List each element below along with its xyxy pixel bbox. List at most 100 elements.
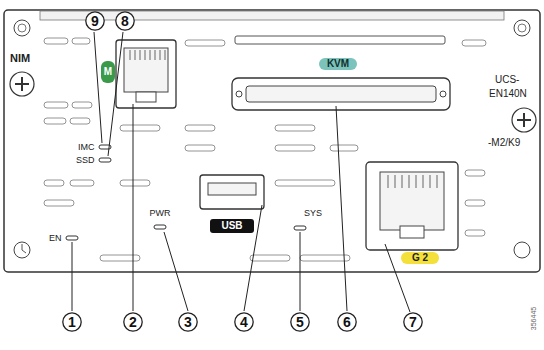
vent-slot <box>44 180 64 186</box>
rj45-socket <box>380 172 444 230</box>
rj45-latch <box>136 92 156 102</box>
rj45-pins <box>130 50 165 60</box>
callout-circle <box>338 313 356 331</box>
mount-hole <box>514 20 530 36</box>
led <box>66 236 78 240</box>
vent-slot <box>275 180 335 186</box>
led <box>154 225 166 229</box>
top-slot <box>235 36 445 44</box>
callout-number: 9 <box>85 11 105 31</box>
callout-text: 6 <box>343 315 351 329</box>
leader-line <box>164 232 188 311</box>
callout-text: 5 <box>296 315 304 329</box>
mount-hole <box>518 24 526 32</box>
leader-line <box>72 242 73 311</box>
thumb-screw <box>512 108 536 132</box>
badge-text: G 2 <box>412 253 428 263</box>
part-label: SSD <box>76 156 95 165</box>
rj45-socket <box>124 48 168 92</box>
leader-line <box>94 32 102 143</box>
callout-text: 9 <box>91 14 99 28</box>
callout-number: 6 <box>337 312 357 332</box>
callout-text: 3 <box>184 315 192 329</box>
callout-text: 4 <box>240 315 248 329</box>
leader-line <box>336 106 347 311</box>
callout-text: 8 <box>121 14 129 28</box>
callout-number: 3 <box>178 312 198 332</box>
port-badge: M <box>101 61 115 83</box>
callout-circle <box>86 12 104 30</box>
rj45-port <box>116 40 176 108</box>
callout-text: 7 <box>409 315 417 329</box>
badge-text: KVM <box>327 59 349 69</box>
faceplate <box>4 10 540 272</box>
port-badge: USB <box>210 219 254 233</box>
kvm-socket <box>246 86 436 102</box>
part-label: EN140N <box>489 89 527 99</box>
vent-slot <box>465 200 485 206</box>
vent-slot <box>185 40 225 46</box>
mount-hole <box>18 24 26 32</box>
rj45-latch <box>400 226 424 238</box>
vent-slot <box>44 102 68 108</box>
vent-slot <box>44 118 66 124</box>
vent-slot <box>44 200 74 206</box>
callout-text: 1 <box>68 315 76 329</box>
vent-slot <box>70 118 90 124</box>
kvm-screw <box>440 91 446 97</box>
vent-slot <box>275 125 315 131</box>
part-label: SYS <box>304 209 322 218</box>
vent-slot <box>275 145 315 151</box>
vent-slot <box>44 38 68 44</box>
rj45-pins <box>388 175 437 188</box>
callout-circle <box>235 313 253 331</box>
callout-circle <box>291 313 309 331</box>
mount-hole <box>514 242 530 258</box>
rj45-port <box>366 162 458 250</box>
callout-number: 4 <box>234 312 254 332</box>
vent-slot <box>72 38 90 44</box>
leader-line <box>108 32 123 156</box>
usb-socket <box>208 183 256 195</box>
usb-port <box>200 175 264 209</box>
part-label: -M2/K9 <box>488 138 520 148</box>
callout-number: 1 <box>62 312 82 332</box>
vent-slot <box>462 40 486 46</box>
vent-slot <box>70 180 94 186</box>
kvm-connector <box>232 78 450 110</box>
mount-hole <box>14 242 30 258</box>
vent-slot <box>185 145 215 151</box>
vent-slot <box>300 255 350 261</box>
vent-slot <box>100 255 140 261</box>
callout-number: 7 <box>403 312 423 332</box>
part-label: UCS- <box>495 75 519 85</box>
mount-hole <box>14 20 30 36</box>
figure-id: 356445 <box>530 306 537 329</box>
badge-text: USB <box>221 221 242 231</box>
vent-slot <box>465 230 485 236</box>
vent-slot <box>72 102 92 108</box>
callout-number: 5 <box>290 312 310 332</box>
vent-slot <box>120 180 150 186</box>
part-label: NIM <box>10 53 30 64</box>
callout-circle <box>116 12 134 30</box>
screw-slot <box>517 113 531 127</box>
thumb-screw <box>10 72 34 96</box>
part-label: EN <box>49 234 62 243</box>
vent-slot <box>250 255 290 261</box>
callout-text: 2 <box>129 315 137 329</box>
led <box>294 226 306 230</box>
part-label: PWR <box>150 209 171 218</box>
part-label: IMC <box>78 143 95 152</box>
led <box>99 158 111 162</box>
callout-circle <box>124 313 142 331</box>
top-rib <box>40 11 504 20</box>
leader-line <box>300 232 301 311</box>
callout-number: 2 <box>123 312 143 332</box>
callout-circle <box>63 313 81 331</box>
kvm-screw <box>236 91 242 97</box>
vent-slot <box>465 170 485 176</box>
mount-hole <box>22 244 26 253</box>
vent-slot <box>120 125 160 131</box>
